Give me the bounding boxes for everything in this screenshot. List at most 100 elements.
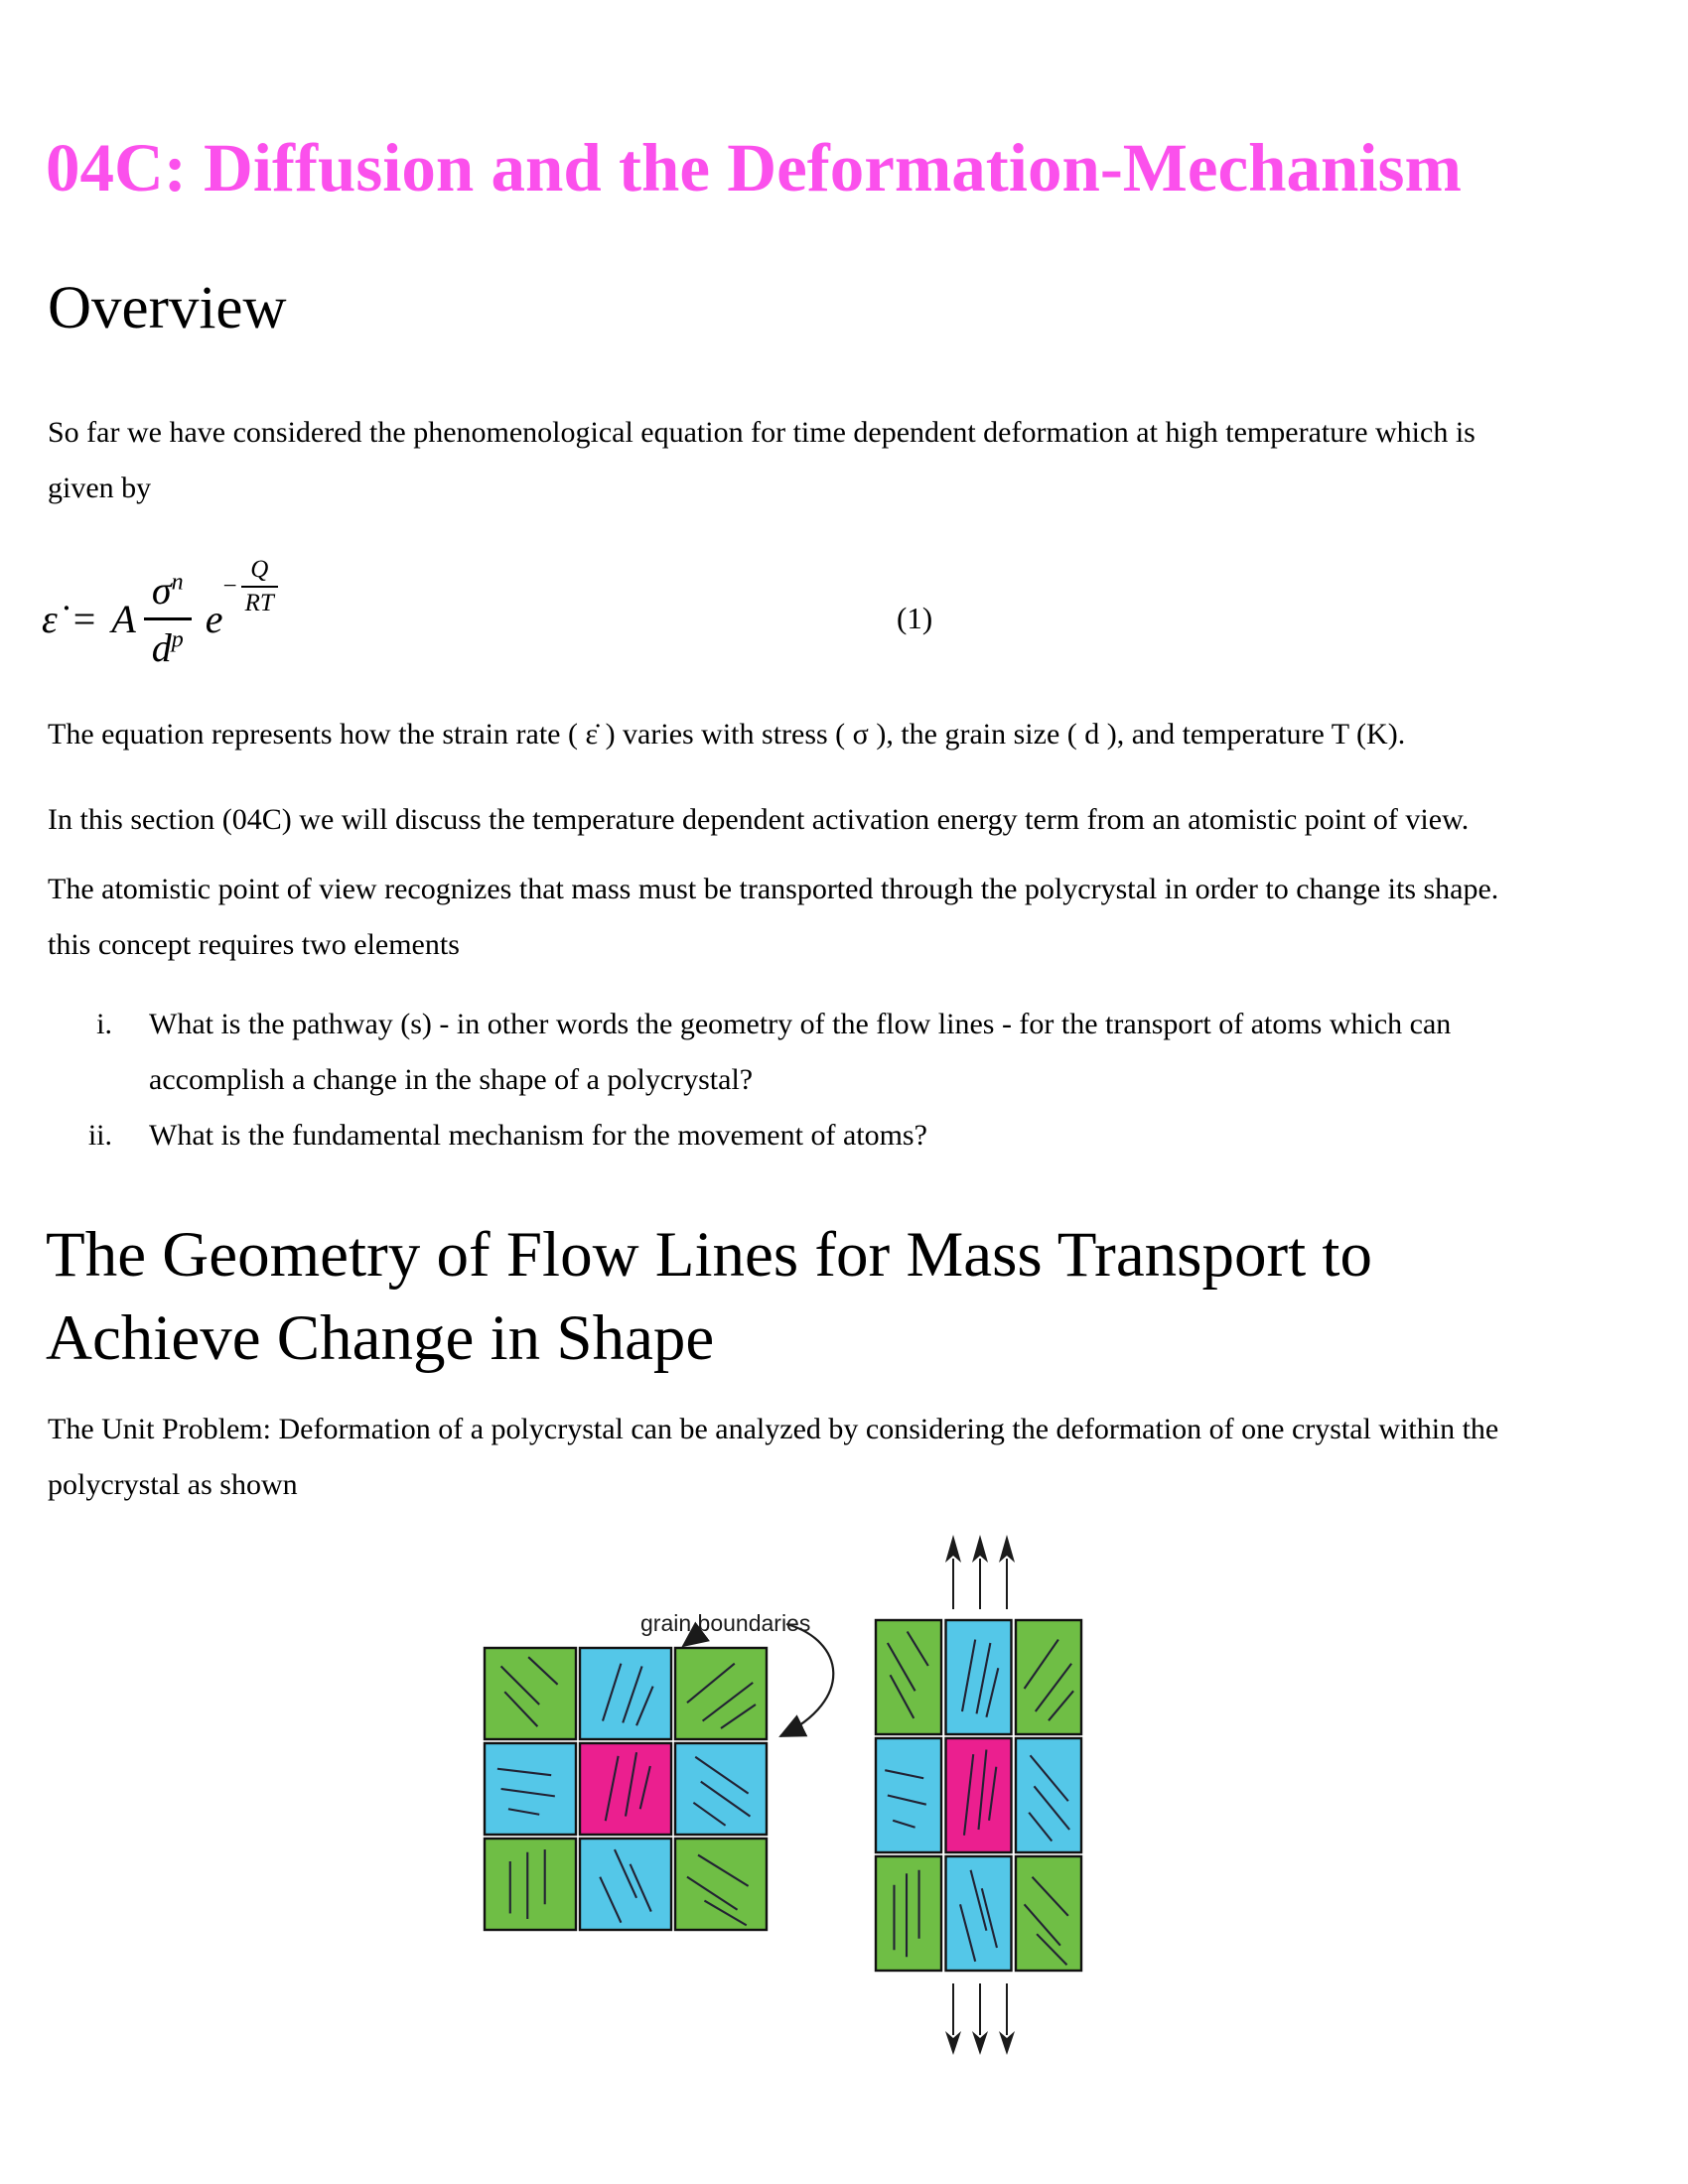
overview-heading: Overview xyxy=(48,275,287,341)
exponential-base: e xyxy=(205,596,223,641)
right-grid-cell-r1c1 xyxy=(944,1736,1013,1854)
exponent-p: p xyxy=(171,626,184,653)
left-grid-cell-r1c1 xyxy=(578,1741,673,1837)
paragraph-intro: So far we have considered the phenomenol… xyxy=(48,405,1636,516)
right-grid-hatch-line xyxy=(980,1887,998,1949)
right-grid-cell-r2c0 xyxy=(874,1854,943,1973)
right-grid-hatch-line xyxy=(962,1753,975,1836)
exponent-n: n xyxy=(171,569,184,596)
paragraph-intro-line1: So far we have considered the phenomenol… xyxy=(48,416,1476,449)
right-grid-cell-r0c0 xyxy=(874,1618,943,1736)
activation-energy-symbol: Q xyxy=(240,556,278,588)
grain-boundary-curved-arrow xyxy=(778,1622,835,1737)
right-grid-cell-r0c1 xyxy=(944,1618,1013,1736)
right-grid-hatch-line xyxy=(906,1630,929,1667)
strain-rate-symbol: ε̇ xyxy=(42,596,58,641)
left-grid-hatch-line xyxy=(527,1656,559,1686)
up-arrow-head xyxy=(945,1535,961,1563)
right-grid-hatch-line xyxy=(1048,1690,1074,1721)
left-grid-cell-r1c2 xyxy=(673,1741,769,1837)
exponent-minus-sign: − xyxy=(222,573,237,600)
right-grid-hatch-line xyxy=(1029,1754,1069,1802)
left-grid-cell-r2c0 xyxy=(483,1837,578,1932)
grain-boundary-pointer-arrow xyxy=(681,1621,710,1648)
left-grid-hatch-line xyxy=(720,1704,757,1729)
activation-energy-fraction: Q RT xyxy=(240,556,278,617)
down-arrow-head xyxy=(999,2031,1015,2055)
left-grid-hatch-line xyxy=(686,1875,739,1911)
geometry-section-heading: The Geometry of Flow Lines for Mass Tran… xyxy=(46,1213,1654,1380)
fraction-numerator: σn xyxy=(143,567,192,620)
stress-grain-size-fraction: σn dp xyxy=(143,567,192,671)
right-grid-hatch-line xyxy=(1023,1638,1059,1690)
right-grid-hatch-line xyxy=(975,1642,992,1714)
coefficient-a: A xyxy=(111,596,136,641)
paragraph-intro-line2: given by xyxy=(48,472,152,504)
polycrystal-diagram: grain boundaries xyxy=(0,1489,1688,2184)
right-grid-cell-r1c2 xyxy=(1014,1736,1083,1854)
polycrystal-diagram-svg: grain boundaries xyxy=(483,1535,1083,2055)
left-grid-hatch-line xyxy=(599,1876,623,1924)
left-grid-hatch-line xyxy=(503,1691,539,1727)
right-grid-hatch-line xyxy=(889,1674,915,1719)
left-grid-cell-r0c0 xyxy=(483,1646,578,1741)
right-grid-hatch-line xyxy=(1028,1812,1054,1843)
left-grid-hatch-line xyxy=(692,1801,727,1827)
right-grid-hatch-line xyxy=(985,1668,1000,1717)
right-grid-hatch-line xyxy=(1036,1933,1068,1966)
unit-problem-line2: polycrystal as shown xyxy=(48,1468,298,1501)
grain-boundaries-label: grain boundaries xyxy=(640,1610,810,1636)
paragraph-atomistic-line1: The atomistic point of view recognizes t… xyxy=(48,873,1499,905)
right-grid-cell-r2c2 xyxy=(1014,1854,1083,1973)
paragraph-section-04c: In this section (04C) we will discuss th… xyxy=(48,803,1470,836)
sigma-symbol: σ xyxy=(151,567,172,613)
right-grid-hatch-line xyxy=(1034,1663,1072,1712)
left-grid-cell-r1c0 xyxy=(483,1741,578,1837)
left-grid-hatch-line xyxy=(701,1682,754,1722)
right-grid-cell-r0c2 xyxy=(1014,1618,1083,1736)
right-grid-hatch-line xyxy=(977,1749,988,1831)
left-grid-hatch-line xyxy=(703,1899,748,1927)
left-grid-hatch-line xyxy=(635,1686,654,1726)
right-grid-hatch-line xyxy=(960,1639,977,1712)
left-grid-cell-r2c2 xyxy=(673,1837,769,1932)
geometry-heading-line1: The Geometry of Flow Lines for Mass Tran… xyxy=(46,1219,1372,1291)
paragraph-atomistic: The atomistic point of view recognizes t… xyxy=(48,862,1636,973)
list-item-1-text: What is the pathway (s) - in other words… xyxy=(149,997,1451,1108)
list-item-1-line2: accomplish a change in the shape of a po… xyxy=(149,1063,754,1096)
down-arrow-head xyxy=(945,2031,961,2055)
left-grid-hatch-line xyxy=(624,1752,638,1817)
left-grid-cell-r0c1 xyxy=(578,1646,673,1741)
paragraph-atomistic-line2: this concept requires two elements xyxy=(48,928,460,961)
left-grid-hatch-line xyxy=(604,1755,620,1822)
gas-constant-temperature: RT xyxy=(244,590,274,616)
list-item-1-line1: What is the pathway (s) - in other words… xyxy=(149,1008,1452,1040)
left-grid-hatch-line xyxy=(686,1662,736,1705)
list-item-2: ii. What is the fundamental mechanism fo… xyxy=(0,1108,1648,1163)
right-grid-hatch-line xyxy=(1023,1903,1061,1947)
left-grid-hatch-line xyxy=(507,1808,540,1816)
right-grid-hatch-line xyxy=(988,1766,998,1821)
left-grid-hatch-line xyxy=(622,1666,643,1723)
equals-sign: = xyxy=(72,596,96,641)
page-title: 04C: Diffusion and the Deformation-Mecha… xyxy=(46,130,1462,205)
right-grid-hatch-line xyxy=(886,1642,916,1692)
list-item-1: i. What is the pathway (s) - in other wo… xyxy=(0,997,1648,1108)
right-grid-cell-r1c0 xyxy=(874,1736,943,1854)
right-grid-hatch-line xyxy=(1033,1785,1070,1831)
paragraph-represents: The equation represents how the strain r… xyxy=(48,718,1406,751)
down-arrow-head xyxy=(972,2031,988,2055)
list-item-2-line1: What is the fundamental mechanism for th… xyxy=(149,1119,927,1152)
list-item-2-text: What is the fundamental mechanism for th… xyxy=(149,1108,927,1163)
geometry-heading-line2: Achieve Change in Shape xyxy=(46,1302,715,1374)
list-marker-ii: ii. xyxy=(87,1119,112,1152)
right-grid-hatch-line xyxy=(969,1869,988,1932)
up-arrow-head xyxy=(972,1535,988,1563)
equation-number: (1) xyxy=(897,601,933,635)
unit-problem-line1: The Unit Problem: Deformation of a polyc… xyxy=(48,1413,1499,1445)
fraction-denominator: dp xyxy=(144,620,192,671)
right-grid-hatch-line xyxy=(892,1819,915,1829)
right-grid-hatch-line xyxy=(1031,1875,1069,1917)
left-grid-cell-r0c2 xyxy=(673,1646,769,1741)
